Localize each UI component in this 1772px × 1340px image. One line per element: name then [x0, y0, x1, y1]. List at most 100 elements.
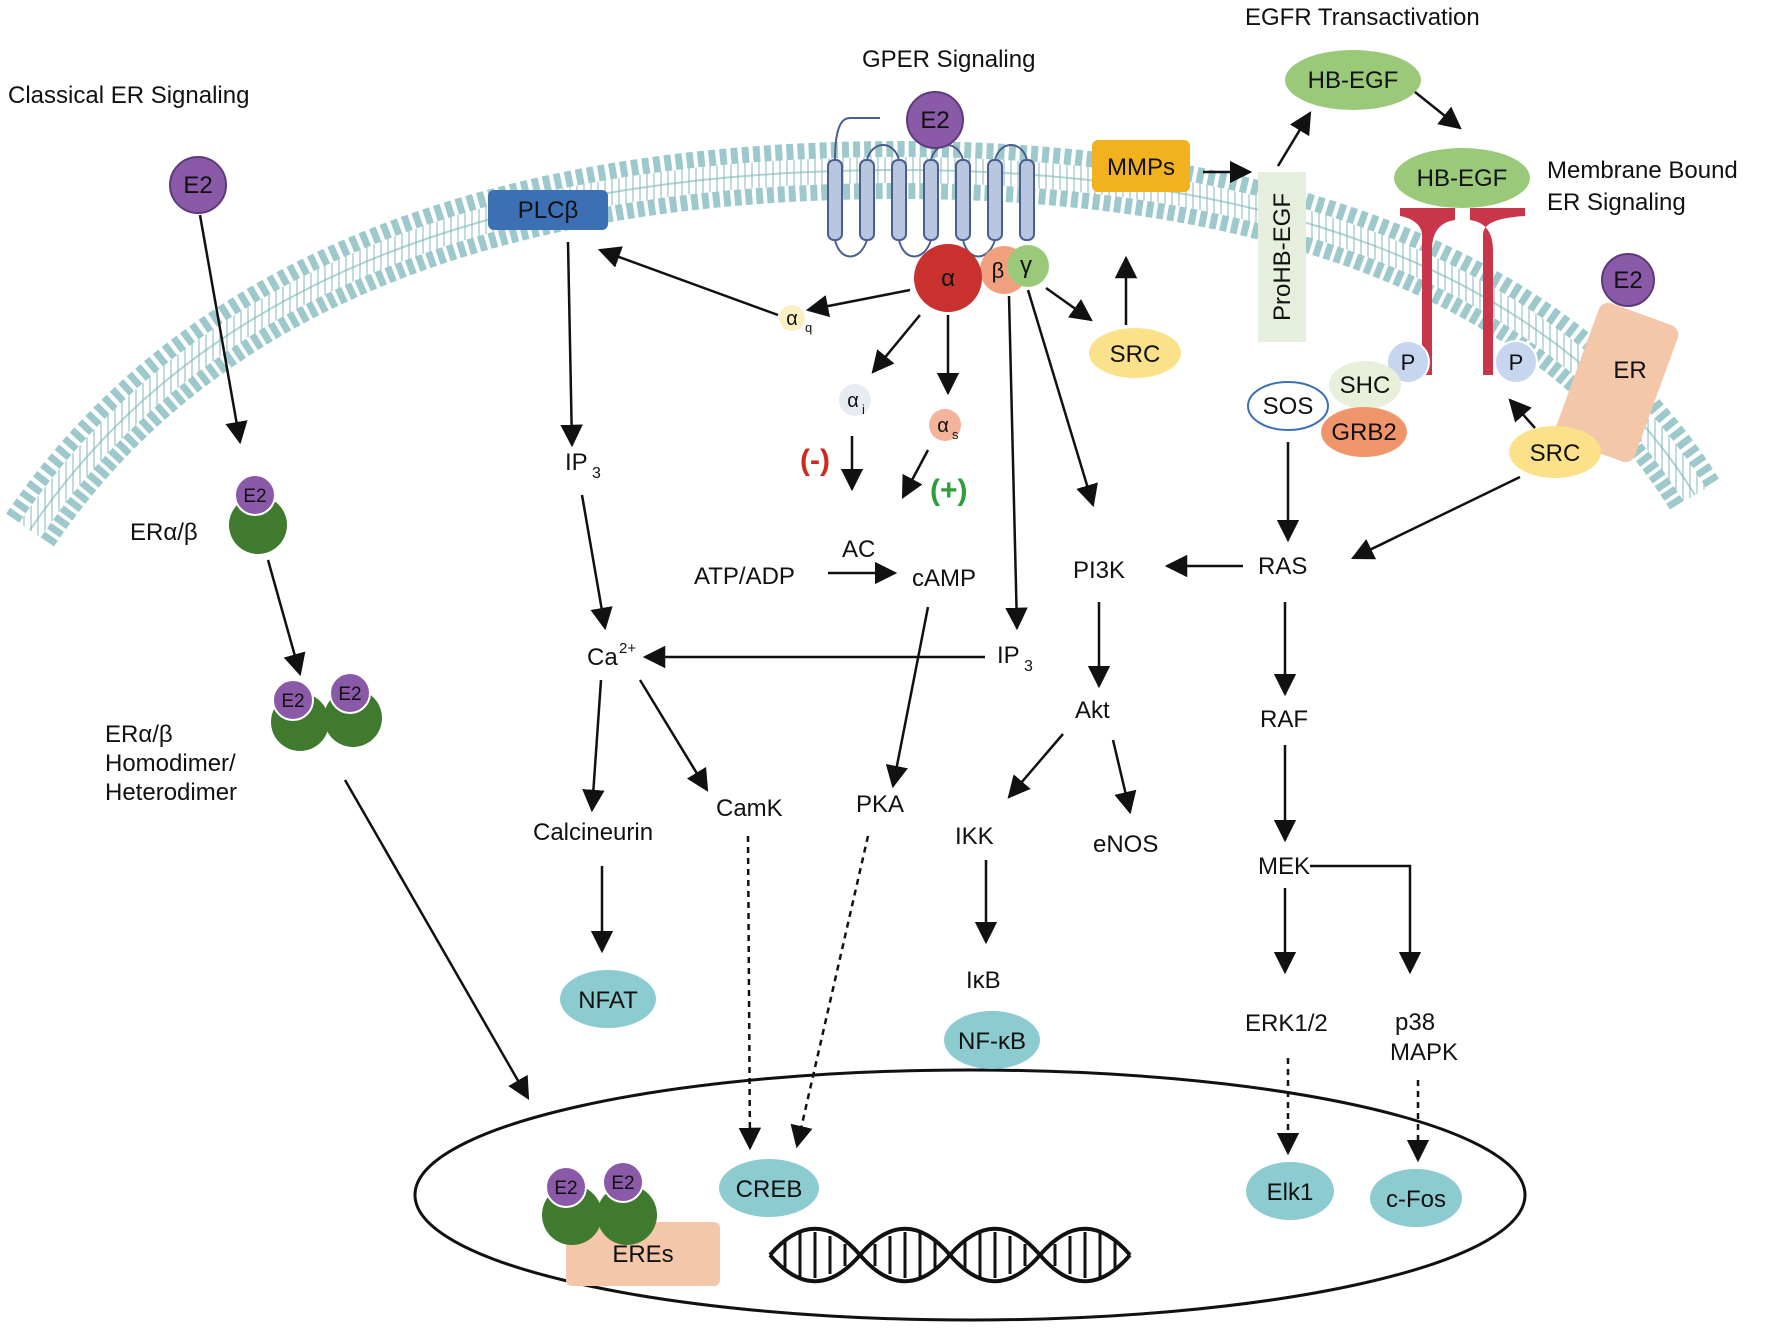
gper-heading: GPER Signaling	[862, 46, 1035, 73]
phospho-label: P	[1401, 350, 1416, 375]
ip3-left: IP 3	[565, 449, 601, 482]
ca-label: Ca	[587, 644, 618, 671]
alpha-q-label: α	[786, 308, 798, 330]
phospho-label: P	[1509, 350, 1524, 375]
nfat-node: NFAT	[560, 970, 656, 1028]
nfkb-node: NF-κB	[944, 1011, 1040, 1069]
plcb-box: PLCβ	[488, 190, 608, 230]
e2-label: E2	[281, 691, 304, 712]
er-label: ER	[1613, 357, 1646, 384]
ip3-sub: 3	[1024, 658, 1033, 675]
egfr-receptor-icon	[1400, 208, 1525, 375]
dimer-label-line2: Homodimer/	[105, 750, 236, 777]
e2-label: E2	[611, 1173, 634, 1194]
e2-label: E2	[1613, 267, 1642, 294]
eres-label: EREs	[612, 1241, 673, 1268]
p38-label-line1: p38	[1395, 1009, 1435, 1036]
calcineurin-label: Calcineurin	[533, 819, 653, 846]
alpha-i-node: α i	[839, 384, 871, 417]
membrane-er-heading-line2: ER Signaling	[1547, 189, 1686, 216]
hbegf-bound: HB-EGF	[1394, 148, 1530, 208]
egfr-heading: EGFR Transactivation	[1245, 4, 1480, 31]
alpha-s-label: α	[937, 415, 949, 437]
e2-label: E2	[338, 684, 361, 705]
alpha-s-sub: s	[952, 427, 959, 442]
prohbegf-label: ProHB-EGF	[1269, 193, 1296, 321]
gper-receptor-icon	[827, 117, 1035, 258]
e2-label: E2	[920, 107, 949, 134]
membrane-er-heading-line1: Membrane Bound	[1547, 157, 1738, 184]
e2-label: E2	[554, 1178, 577, 1199]
calcium: Ca 2+	[587, 640, 636, 671]
e2-ligand-gper: E2	[906, 91, 964, 149]
atp-adp-label: ATP/ADP	[694, 563, 795, 590]
g-beta-label: β	[992, 258, 1005, 283]
elk1-node: Elk1	[1246, 1162, 1334, 1220]
dimer-label-line3: Heterodimer	[105, 779, 237, 806]
pathway-arrows	[560, 91, 1536, 975]
sos-node: SOS	[1247, 381, 1329, 431]
er-ab-label: ERα/β	[130, 519, 198, 546]
alpha-q-node: α q	[779, 305, 812, 335]
e2-ligand-classical: E2	[169, 156, 227, 214]
nfat-label: NFAT	[578, 987, 638, 1014]
classical-er-heading: Classical ER Signaling	[8, 82, 249, 109]
src-er: SRC	[1509, 426, 1601, 478]
er-dimer: E2 E2	[271, 672, 382, 751]
src-gper: SRC	[1089, 328, 1181, 378]
stimulate-sign: (+)	[930, 474, 968, 507]
cfos-node: c-Fos	[1370, 1169, 1462, 1227]
raf-label: RAF	[1260, 706, 1308, 733]
dimer-label-line1: ERα/β	[105, 721, 173, 748]
enos-label: eNOS	[1093, 831, 1158, 858]
ip3-label: IP	[997, 642, 1020, 669]
mmps-box: MMPs	[1092, 140, 1190, 192]
ca-sup: 2+	[619, 640, 636, 657]
erk-label: ERK1/2	[1245, 1010, 1328, 1037]
ikk-label: IKK	[955, 823, 994, 850]
dna-helix-icon	[768, 1226, 1132, 1284]
g-protein: α β γ	[914, 244, 1049, 312]
eres-box: EREs	[566, 1222, 720, 1286]
hbegf-bound-label: HB-EGF	[1417, 165, 1508, 192]
src-er-label: SRC	[1530, 440, 1581, 467]
pi3k-label: PI3K	[1073, 557, 1125, 584]
ac-label: AC	[842, 536, 875, 563]
ikb-label: IκB	[966, 967, 1001, 994]
creb-label: CREB	[736, 1176, 803, 1203]
hbegf-label: HB-EGF	[1308, 67, 1399, 94]
e2-label: E2	[243, 486, 266, 507]
phospho-left: P	[1386, 340, 1430, 384]
ip3-right: IP 3	[997, 642, 1033, 675]
e2-label: E2	[183, 172, 212, 199]
ip3-sub: 3	[592, 465, 601, 482]
nuclear-translocation-arrows	[738, 835, 1430, 1163]
pka-label: PKA	[856, 791, 904, 818]
camp-label: cAMP	[912, 565, 976, 592]
akt-label: Akt	[1075, 697, 1110, 724]
ip3-label: IP	[565, 449, 588, 476]
er-monomer: E2	[229, 474, 287, 554]
grb2-node: GRB2	[1321, 407, 1407, 457]
ras-label: RAS	[1258, 553, 1307, 580]
plcb-label: PLCβ	[518, 197, 579, 224]
alpha-q-sub: q	[805, 320, 812, 335]
mmps-label: MMPs	[1107, 154, 1175, 181]
shc-node: SHC	[1329, 361, 1401, 409]
g-alpha-label: α	[941, 265, 955, 292]
nuclear-er-dimer: E2 E2	[542, 1161, 657, 1245]
creb-node: CREB	[719, 1159, 819, 1217]
alpha-i-sub: i	[862, 402, 865, 417]
membrane-er: ER E2	[1555, 253, 1679, 463]
src-label: SRC	[1110, 341, 1161, 368]
p38-label-line2: MAPK	[1390, 1039, 1458, 1066]
alpha-i-label: α	[847, 390, 859, 412]
shc-label: SHC	[1340, 372, 1391, 399]
cfos-label: c-Fos	[1386, 1186, 1446, 1213]
alpha-s-node: α s	[929, 409, 961, 442]
nfkb-label: NF-κB	[958, 1028, 1026, 1055]
prohbegf-box: ProHB-EGF	[1258, 172, 1306, 342]
phospho-right: P	[1494, 340, 1538, 384]
elk1-label: Elk1	[1267, 1179, 1314, 1206]
